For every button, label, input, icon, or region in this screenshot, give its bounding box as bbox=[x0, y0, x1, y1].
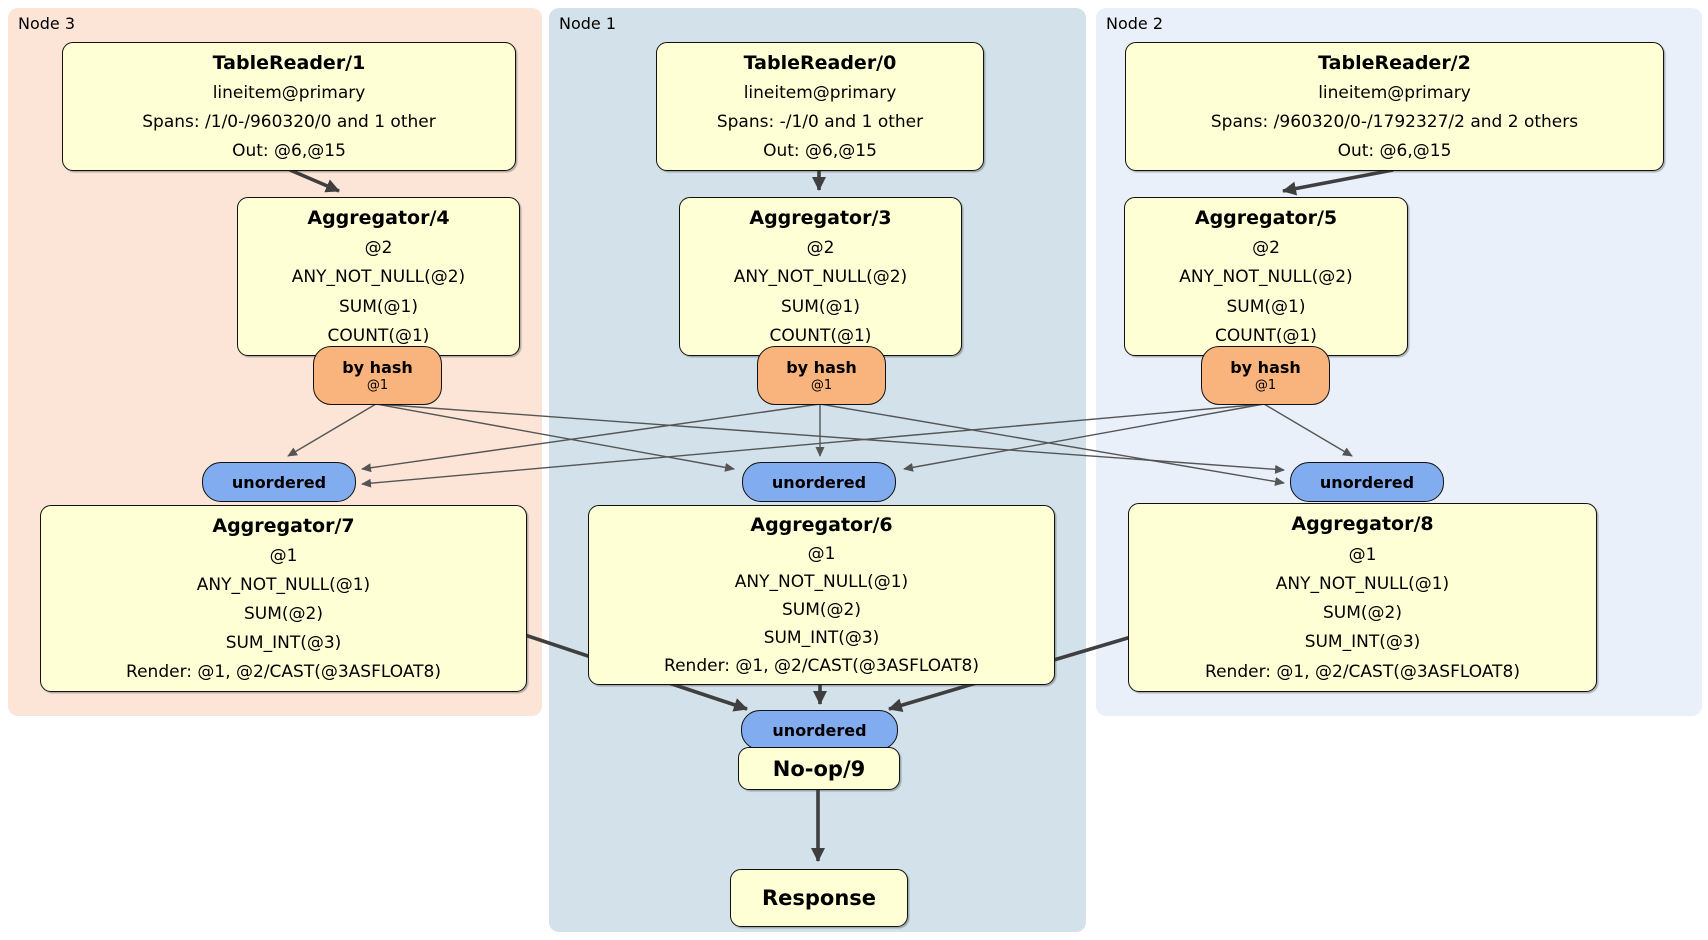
processor-title: Aggregator/7 bbox=[212, 515, 355, 537]
router-key: @1 bbox=[366, 377, 389, 393]
processor-line: Spans: /960320/0-/1792327/2 and 2 others bbox=[1210, 112, 1579, 132]
processor-line: @1 bbox=[269, 546, 298, 566]
region-node2-label: Node 2 bbox=[1106, 14, 1164, 33]
processor-line: ANY_NOT_NULL(@1) bbox=[1275, 573, 1450, 594]
processor-line: @1 bbox=[807, 544, 836, 564]
processor-title: Aggregator/3 bbox=[749, 207, 892, 230]
processor-line: SUM_INT(@3) bbox=[225, 633, 342, 653]
router-key: @1 bbox=[1254, 377, 1277, 393]
processor-title: Aggregator/6 bbox=[750, 514, 893, 536]
processor-aggregator-7: Aggregator/7 @1 ANY_NOT_NULL(@1) SUM(@2)… bbox=[40, 505, 527, 692]
processor-tablereader-1: TableReader/1 lineitem@primary Spans: /1… bbox=[62, 42, 516, 171]
processor-line: lineitem@primary bbox=[212, 83, 366, 103]
processor-line: Out: @6,@15 bbox=[1337, 141, 1452, 161]
processor-line: SUM(@2) bbox=[244, 604, 323, 624]
processor-line: ANY_NOT_NULL(@1) bbox=[734, 572, 909, 592]
router-label: by hash bbox=[1230, 357, 1301, 377]
hash-route-edges bbox=[287, 403, 1353, 488]
sync-label: unordered bbox=[772, 720, 867, 740]
processor-title: Aggregator/8 bbox=[1291, 513, 1434, 536]
processor-line: ANY_NOT_NULL(@2) bbox=[733, 267, 908, 288]
sync-unordered-8: unordered bbox=[1290, 462, 1444, 502]
processor-line: COUNT(@1) bbox=[327, 325, 430, 346]
processor-line: SUM_INT(@3) bbox=[763, 628, 880, 648]
processor-line: Spans: /1/0-/960320/0 and 1 other bbox=[142, 112, 436, 132]
region-node1-label: Node 1 bbox=[559, 14, 617, 33]
processor-line: COUNT(@1) bbox=[769, 325, 872, 346]
processor-line: ANY_NOT_NULL(@1) bbox=[196, 575, 371, 595]
processor-line: Render: @1, @2/CAST(@3ASFLOAT8) bbox=[1205, 661, 1520, 682]
region-node3-label: Node 3 bbox=[18, 14, 76, 33]
processor-line: ANY_NOT_NULL(@2) bbox=[1179, 267, 1353, 288]
processor-line: lineitem@primary bbox=[743, 83, 897, 103]
processor-line: lineitem@primary bbox=[1318, 83, 1471, 103]
processor-line: Render: @1, @2/CAST(@3ASFLOAT8) bbox=[126, 662, 441, 682]
sync-label: unordered bbox=[231, 472, 327, 492]
router-label: by hash bbox=[342, 357, 413, 377]
processor-aggregator-8: Aggregator/8 @1 ANY_NOT_NULL(@1) SUM(@2)… bbox=[1128, 503, 1597, 692]
processor-aggregator-3: Aggregator/3 @2 ANY_NOT_NULL(@2) SUM(@1)… bbox=[679, 197, 962, 356]
processor-line: SUM(@2) bbox=[1323, 603, 1402, 624]
processor-aggregator-4: Aggregator/4 @2 ANY_NOT_NULL(@2) SUM(@1)… bbox=[237, 197, 520, 356]
processor-title: TableReader/1 bbox=[212, 52, 366, 74]
processor-line: @2 bbox=[1252, 238, 1280, 259]
sync-unordered-6: unordered bbox=[742, 462, 896, 502]
processor-line: Spans: -/1/0 and 1 other bbox=[716, 112, 924, 132]
processor-title: No-op/9 bbox=[772, 756, 866, 781]
processor-title: Aggregator/4 bbox=[307, 207, 450, 230]
processor-noop-9: No-op/9 bbox=[738, 747, 900, 790]
router-label: by hash bbox=[786, 357, 857, 377]
processor-aggregator-6: Aggregator/6 @1 ANY_NOT_NULL(@1) SUM(@2)… bbox=[588, 505, 1055, 685]
processor-line: SUM_INT(@3) bbox=[1304, 632, 1421, 653]
processor-line: Out: @6,@15 bbox=[232, 141, 346, 161]
processor-title: TableReader/2 bbox=[1318, 52, 1471, 74]
sync-label: unordered bbox=[771, 472, 867, 492]
processor-tablereader-2: TableReader/2 lineitem@primary Spans: /9… bbox=[1125, 42, 1664, 171]
processor-response: Response bbox=[730, 869, 908, 927]
processor-title: Aggregator/5 bbox=[1194, 207, 1338, 230]
processor-line: SUM(@1) bbox=[339, 296, 418, 317]
sync-label: unordered bbox=[1319, 472, 1415, 492]
processor-line: SUM(@1) bbox=[1226, 296, 1306, 317]
processor-title: TableReader/0 bbox=[743, 52, 897, 74]
router-by-hash-5: by hash @1 bbox=[1201, 346, 1330, 405]
processor-line: @2 bbox=[364, 238, 393, 259]
processor-aggregator-5: Aggregator/5 @2 ANY_NOT_NULL(@2) SUM(@1)… bbox=[1124, 197, 1408, 356]
processor-line: @2 bbox=[806, 238, 835, 259]
processor-line: @1 bbox=[1348, 544, 1377, 565]
processor-line: COUNT(@1) bbox=[1215, 325, 1317, 346]
sync-unordered-7: unordered bbox=[202, 462, 356, 502]
processor-line: Render: @1, @2/CAST(@3ASFLOAT8) bbox=[664, 656, 979, 676]
processor-line: Out: @6,@15 bbox=[763, 141, 877, 161]
router-by-hash-3: by hash @1 bbox=[757, 346, 886, 405]
router-key: @1 bbox=[810, 377, 833, 393]
sync-unordered-9: unordered bbox=[741, 710, 898, 750]
processor-tablereader-0: TableReader/0 lineitem@primary Spans: -/… bbox=[656, 42, 984, 171]
router-by-hash-4: by hash @1 bbox=[313, 346, 442, 405]
processor-line: SUM(@1) bbox=[781, 296, 860, 317]
processor-line: ANY_NOT_NULL(@2) bbox=[291, 267, 466, 288]
processor-title: Response bbox=[761, 886, 877, 910]
processor-line: SUM(@2) bbox=[782, 600, 861, 620]
